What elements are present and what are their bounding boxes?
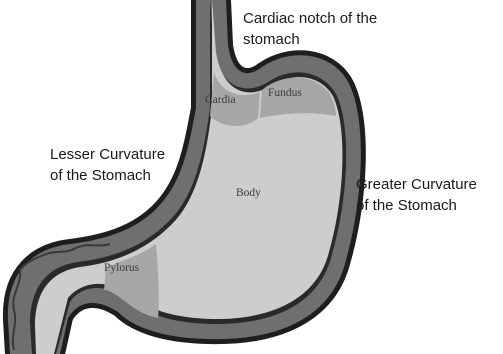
fundus-label: Fundus — [268, 87, 302, 99]
body-label: Body — [236, 187, 261, 199]
lesser-curvature-label: Lesser Curvature of the Stomach — [50, 144, 165, 186]
pylorus-label: Pylorus — [104, 262, 140, 274]
lesser-curvature-label-line-2: of the Stomach — [50, 165, 165, 186]
greater-curvature-label-line-1: Greater Curvature — [356, 174, 477, 195]
cardiac-notch-label: Cardiac notch of the stomach — [243, 8, 377, 50]
greater-curvature-label: Greater Curvature of the Stomach — [356, 174, 477, 216]
cardia-label: Cardia — [205, 94, 236, 106]
cardiac-notch-label-line-2: stomach — [243, 29, 377, 50]
lesser-curvature-label-line-1: Lesser Curvature — [50, 144, 165, 165]
cardiac-notch-label-line-1: Cardiac notch of the — [243, 8, 377, 29]
greater-curvature-label-line-2: of the Stomach — [356, 195, 477, 216]
